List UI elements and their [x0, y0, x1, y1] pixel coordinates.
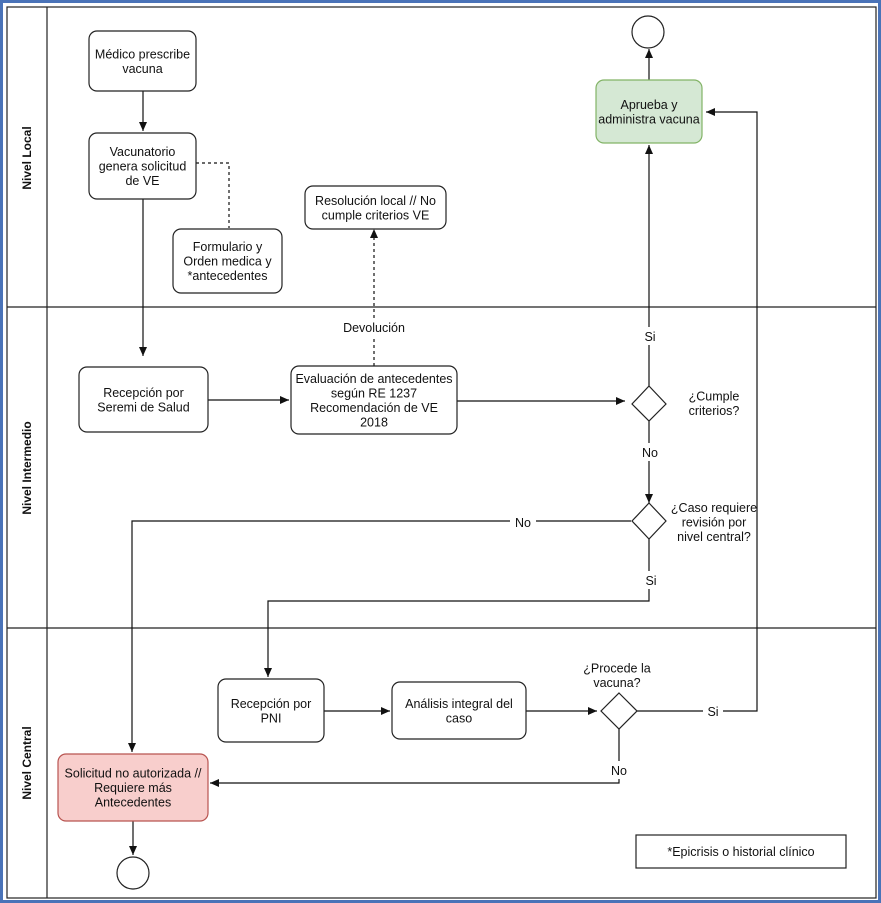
lane-label-central: Nivel Central	[20, 726, 34, 799]
edge-vacunatorio-formulario	[196, 162, 230, 228]
no-cumple-label-bg	[637, 443, 663, 461]
lane-label-local: Nivel Local	[20, 126, 34, 189]
formulario-box	[172, 228, 283, 294]
si-procede-label: Si	[707, 705, 718, 719]
resolucion-local-box	[304, 185, 447, 230]
end-event-top	[631, 15, 665, 49]
pool-border	[6, 6, 877, 899]
lane-label-intermedio: Nivel Intermedio	[20, 421, 34, 514]
si-caso-label: Si	[645, 574, 656, 588]
recepcion-pni-box	[217, 678, 325, 743]
caso-requiere-decision	[631, 502, 667, 540]
si-caso-label-bg	[641, 571, 661, 589]
edge-caso-pni	[264, 539, 650, 677]
procede-decision	[600, 692, 638, 730]
no-procede-label-bg	[606, 761, 632, 779]
no-caso-label-bg	[510, 513, 536, 531]
no-cumple-label: No	[642, 446, 658, 460]
vacunatorio-box	[88, 132, 197, 200]
devolucion-label: Devolución	[343, 321, 405, 335]
aprueba-box	[595, 79, 703, 144]
nota-text: *Epicrisis o historial clínico	[667, 845, 814, 859]
analisis-box	[391, 681, 527, 740]
no-procede-label: No	[611, 764, 627, 778]
cumple-decision	[631, 385, 667, 422]
devolucion-label-bg	[338, 318, 410, 336]
edge-procede-no-autorizada	[210, 729, 620, 787]
si-procede-label-bg	[703, 702, 723, 720]
nota-box	[635, 834, 847, 869]
no-caso-label: No	[515, 516, 531, 530]
no-autorizada-box	[57, 753, 209, 822]
edge-caso-no-autorizada	[128, 520, 631, 752]
si-cumple-label-bg	[640, 327, 660, 345]
recepcion-seremi-box	[78, 366, 209, 433]
si-cumple-label: Si	[644, 330, 655, 344]
edge-procede-aprueba	[637, 108, 758, 712]
end-event-bottom	[116, 856, 150, 890]
evaluacion-box	[290, 365, 458, 435]
medico-box	[88, 30, 197, 92]
